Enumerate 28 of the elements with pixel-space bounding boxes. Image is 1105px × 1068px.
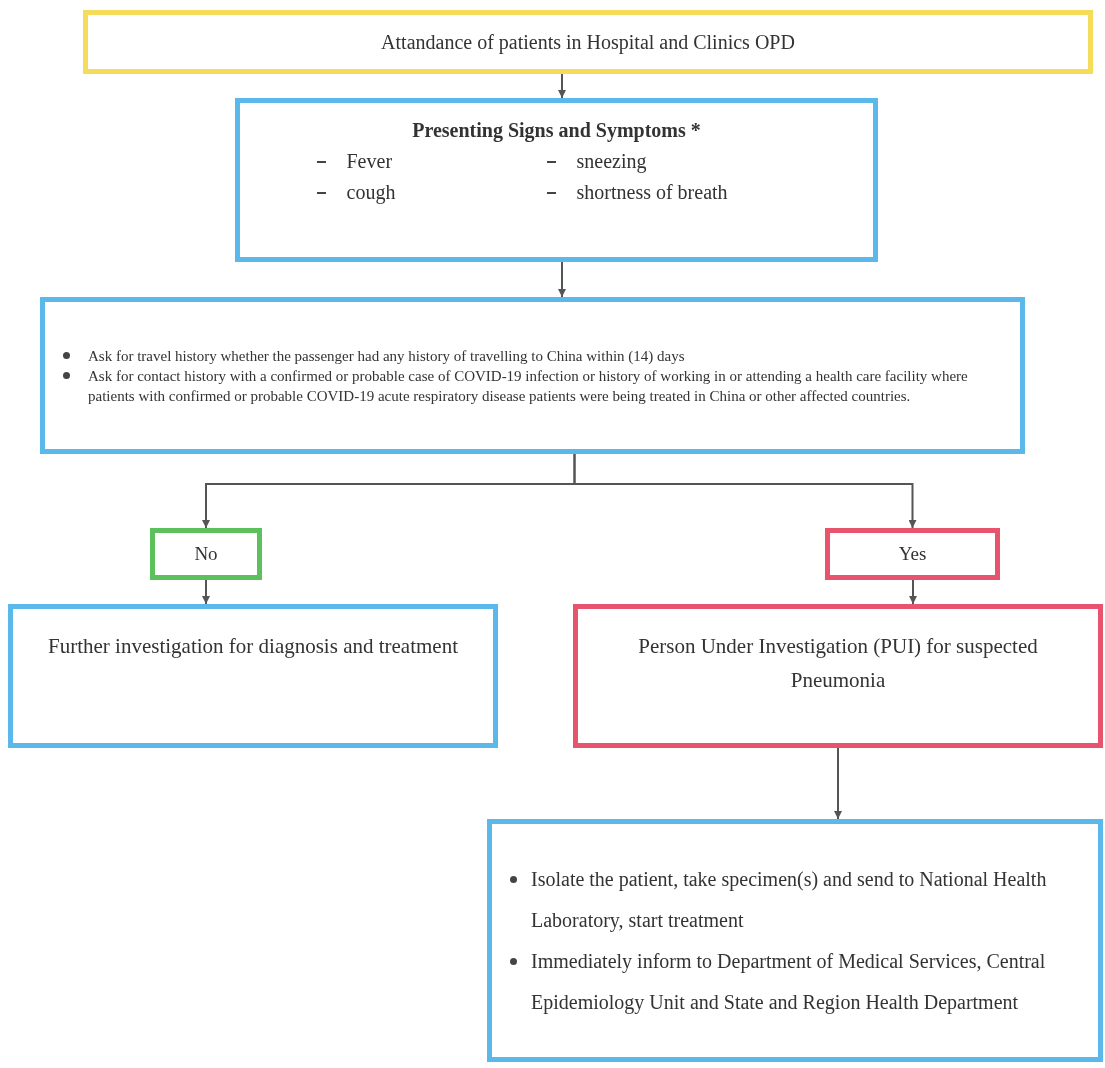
decision-box bbox=[150, 528, 262, 580]
arrow bbox=[573, 453, 917, 529]
box-label: Attandance of patients in Hospital and Clinics OPD bbox=[381, 30, 795, 54]
symptom-text: cough bbox=[346, 181, 397, 204]
arrow bbox=[558, 261, 566, 298]
arrow bbox=[909, 579, 917, 605]
arrow bbox=[202, 579, 210, 605]
bullet-text: Immediately inform to Department of Medical Services, Central Epidemiology Unit and State and Region Health Department bbox=[531, 948, 1047, 1016]
arrow bbox=[558, 73, 566, 99]
action-box bbox=[487, 819, 1103, 1062]
box-label: Further investigation for diagnosis and treatment bbox=[48, 633, 458, 660]
symptom-text: Fever bbox=[346, 150, 394, 173]
symptom-text: shortness of breath bbox=[576, 181, 729, 204]
arrow bbox=[834, 747, 842, 820]
process-box bbox=[83, 10, 1093, 74]
box-label: Yes bbox=[898, 543, 927, 565]
symptom-text: sneezing bbox=[576, 150, 648, 173]
box-label: No bbox=[194, 543, 218, 565]
process-box bbox=[8, 604, 498, 748]
bullet-text: Ask for contact history with a confirmed or probable case of COVID-19 infection or history of working in or attending a health care facility where patients with confirmed or probable COVID-19 acute respiratory disease patients were being treated in China or other affected countries. bbox=[88, 366, 969, 406]
screening-box bbox=[40, 297, 1025, 454]
symptoms-box bbox=[235, 98, 878, 262]
bullet-text: Ask for travel history whether the passenger had any history of travelling to China within (14) days bbox=[88, 346, 685, 366]
process-box bbox=[573, 604, 1103, 748]
bullet-text: Isolate the patient, take specimen(s) and send to National Health Laboratory, start treatment bbox=[531, 866, 1048, 934]
box-heading: Presenting Signs and Symptoms * bbox=[412, 119, 701, 142]
decision-box bbox=[825, 528, 1000, 580]
box-label: Person Under Investigation (PUI) for suspected Pneumonia bbox=[637, 633, 1039, 694]
